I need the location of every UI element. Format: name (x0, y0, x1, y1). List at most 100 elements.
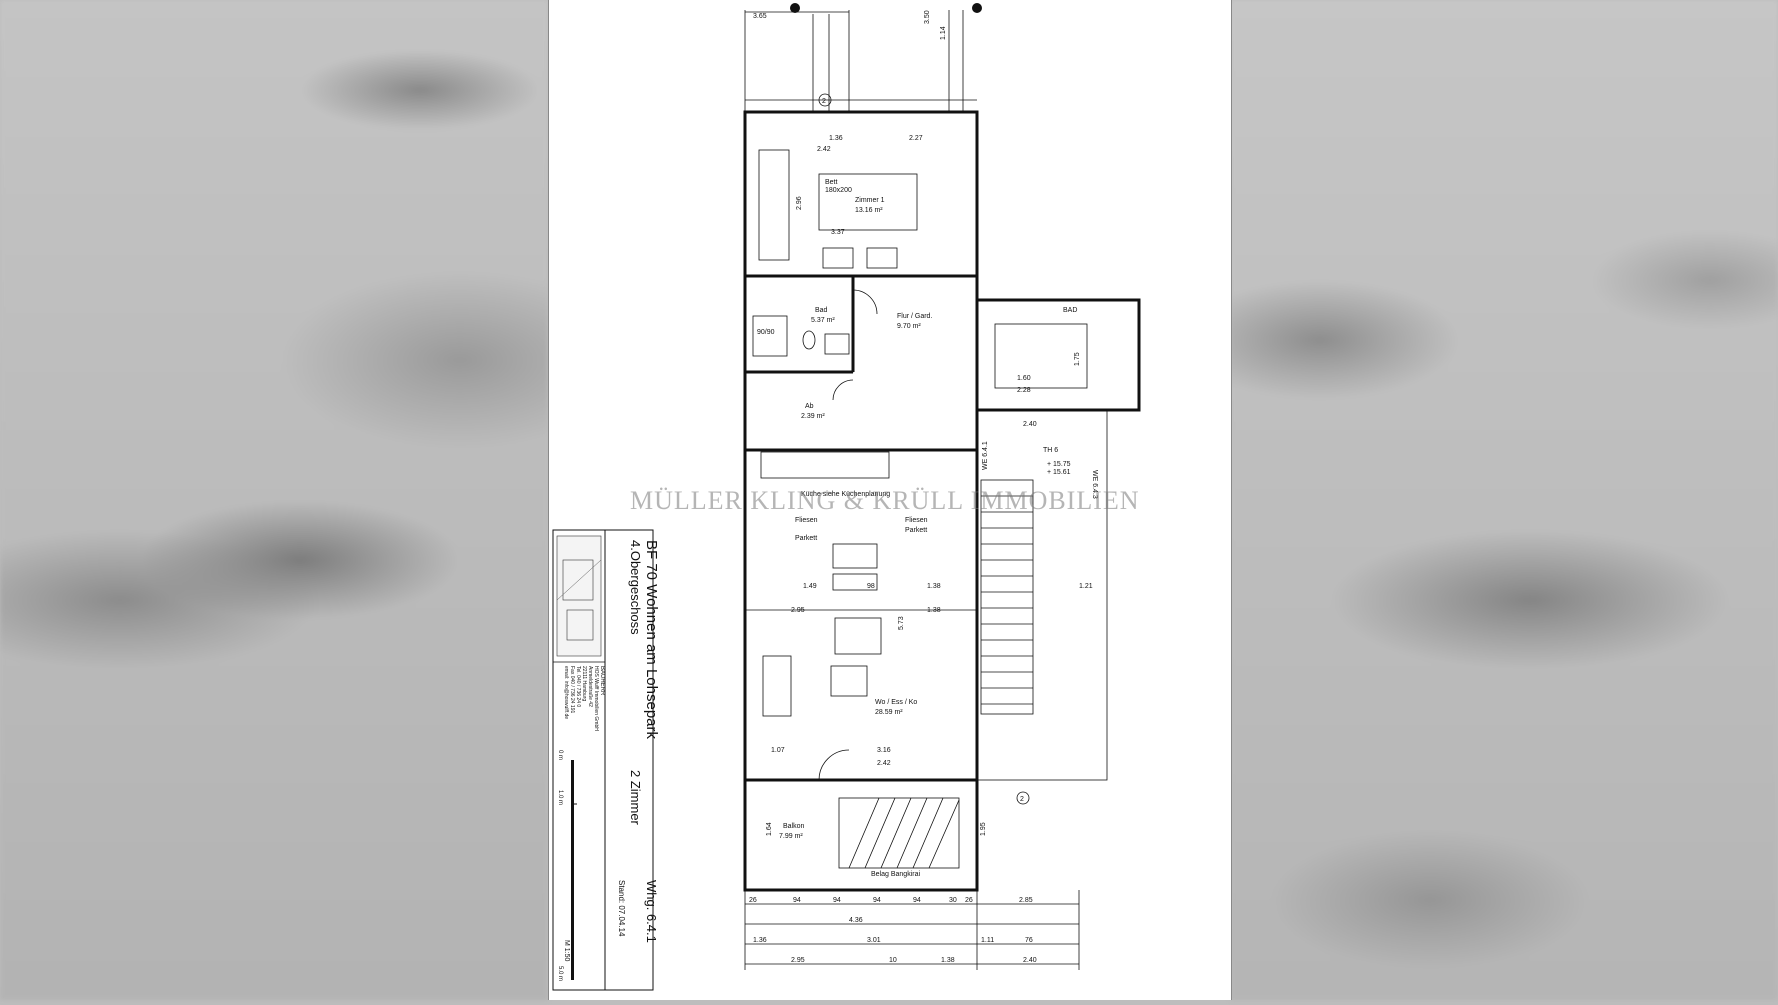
dim-bot-tick-3: 94 (833, 897, 841, 904)
dim-liv-c: 1.38 (927, 583, 941, 590)
annex-bathroom-block (975, 298, 1141, 412)
dim-liv-w3: 2.42 (877, 760, 891, 767)
kitchen-label: Küche siehe Küchenplanung (801, 491, 890, 498)
dim-st-c: 2.28 (1017, 387, 1031, 394)
bottom-dimension-lines (744, 890, 1080, 970)
room-bad-area: 5.37 m² (811, 317, 835, 324)
dim-z1-w1: 1.36 (829, 135, 843, 142)
blurred-background-right (1230, 0, 1778, 1000)
scale-bar (571, 760, 577, 980)
dim-bot-10: 2.40 (1023, 957, 1037, 964)
dim-liv-b: 98 (867, 583, 875, 590)
dim-bot-4: 3.01 (867, 937, 881, 944)
dim-z1-h: 2.96 (796, 196, 803, 210)
dim-bot-7: 2.95 (791, 957, 805, 964)
balcony-decking (838, 797, 960, 869)
title-block: BF 70 Wohnen am Lohsepark 4.Obergeschoss… (552, 529, 660, 991)
floor-parquet-label: Parkett (795, 535, 817, 542)
room-wohnen-area: 28.59 m² (875, 709, 903, 716)
floor-tiles-label: Fliesen (795, 517, 818, 524)
floor-parquet-label-2: Parkett (905, 527, 927, 534)
wardrobe (758, 149, 790, 261)
builder-line-3: 22111 Hamburg (581, 666, 587, 701)
dim-liv-c2: 1.38 (927, 607, 941, 614)
dim-liv-a: 1.49 (803, 583, 817, 590)
scale-bar-5: 5.0 m (557, 966, 563, 981)
dim-z1-b: 3.37 (831, 229, 845, 236)
couch (762, 655, 792, 717)
builder-line-5: Fax 040 / 736 24 191 (569, 666, 575, 713)
room-ab-name: Ab (805, 403, 814, 410)
sofa (834, 617, 882, 655)
coffee-table (830, 665, 868, 697)
dim-bot-tick-5: 94 (913, 897, 921, 904)
title-date: Stand: 07.04.14 (617, 880, 626, 937)
room-wohnen-name: Wo / Ess / Ko (875, 699, 917, 706)
title-unit: Whg. 6.4.1 (644, 880, 659, 943)
builder-line-4: Tel. 040 / 736 24 0 (575, 666, 581, 707)
floor-plan-sheet: 3.65 3.50 1.14 2 1.36 2.42 2.27 Bett 180… (548, 0, 1232, 1000)
dim-bot-tick-6: 30 (949, 897, 957, 904)
room-bad-name: Bad (815, 307, 828, 314)
room-zimmer1-name: Zimmer 1 (855, 197, 885, 204)
dim-top-2: 3.50 (924, 10, 931, 24)
dim-st-b: 1.60 (1017, 375, 1031, 382)
top-dimension-lines: 3.65 3.50 1.14 (744, 3, 982, 112)
dim-top-3: 1.14 (940, 26, 947, 40)
dim-z1-w3: 2.27 (909, 135, 923, 142)
dim-liv-d: 2.95 (791, 607, 805, 614)
dim-z1-w2: 2.42 (817, 146, 831, 153)
dim-st-a: 2.40 (1023, 421, 1037, 428)
scale-bar-1: 1.0 m (557, 790, 563, 805)
axis-label-top: 2 (822, 98, 826, 105)
bed-size: 180x200 (825, 187, 852, 194)
dining-table (832, 543, 878, 569)
th6-level-2: + 15.61 (1047, 469, 1071, 476)
shower-size: 90/90 (757, 329, 775, 336)
title-floor: 4.Obergeschoss (628, 540, 643, 635)
axis-marker-top (818, 93, 832, 107)
title-rooms-count: 2 Zimmer (628, 770, 643, 826)
dim-bot-1: 4.36 (849, 917, 863, 924)
room-balkon-name: Balkon (783, 823, 805, 830)
site-plan-thumbnail (556, 535, 602, 657)
washbasin (824, 333, 850, 355)
title-project: BF 70 Wohnen am Lohsepark (643, 540, 660, 740)
dim-bot-8: 10 (889, 957, 897, 964)
toilet (802, 330, 816, 350)
stairwell (976, 409, 1108, 781)
dim-bot-tick-2: 94 (793, 897, 801, 904)
bathroom-area (744, 275, 854, 373)
builder-heading: BAUHERR (599, 666, 605, 696)
dim-top-1: 3.65 (753, 13, 767, 20)
room-balkon-area: 7.99 m² (779, 833, 803, 840)
blurred-background-left (0, 0, 548, 1000)
dim-bot-3: 1.36 (753, 937, 767, 944)
room-ab-area: 2.39 m² (801, 413, 825, 420)
dim-st-e: 1.75 (1074, 352, 1081, 366)
th6-level-1: + 15.75 (1047, 461, 1071, 468)
dim-liv-w1: 1.07 (771, 747, 785, 754)
dim-bot-6: 76 (1025, 937, 1033, 944)
scale-bar-0: 0 m (557, 750, 563, 760)
kitchen-counter (760, 451, 890, 479)
room-zimmer1-area: 13.16 m² (855, 207, 883, 214)
dim-bot-tick-4: 94 (873, 897, 881, 904)
dim-bot-2: 2.85 (1019, 897, 1033, 904)
room-flur-area: 9.70 m² (897, 323, 921, 330)
room-flur-name: Flur / Gard. (897, 313, 932, 320)
dim-st-d: 1.21 (1079, 583, 1093, 590)
th6-label: TH 6 (1043, 447, 1058, 454)
dim-bot-5: 1.11 (981, 937, 994, 944)
dim-bot-9: 1.38 (941, 957, 955, 964)
stair-treads (980, 479, 1034, 715)
bed-label: Bett (825, 179, 838, 186)
bed (818, 173, 918, 231)
floor-plan-drawing: 3.65 3.50 1.14 2 1.36 2.42 2.27 Bett 180… (552, 3, 1141, 991)
axis-marker-bottom (1016, 791, 1030, 805)
dim-bal-b: 1.95 (980, 822, 987, 836)
axis-label-bottom: 2 (1020, 796, 1024, 803)
dim-bot-tick-1: 26 (749, 897, 757, 904)
dim-liv-w2: 3.16 (877, 747, 891, 754)
dim-bot-tick-7: 26 (965, 897, 973, 904)
